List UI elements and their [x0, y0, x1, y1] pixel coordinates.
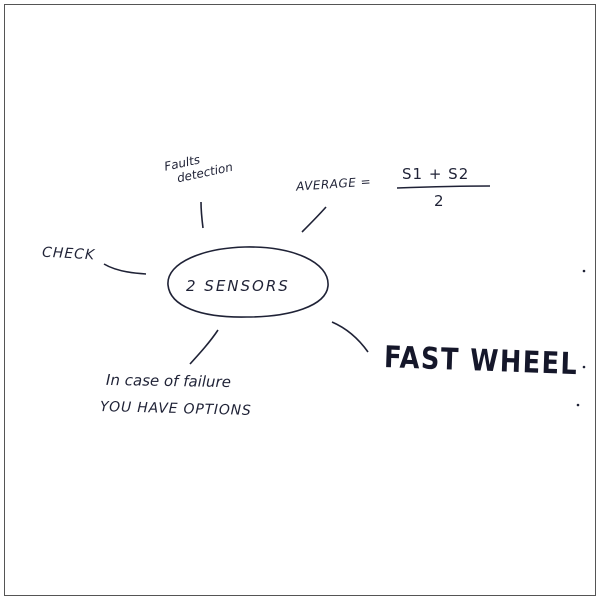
center-node-label: 2 SENSORS	[186, 277, 290, 295]
page-border	[4, 4, 596, 596]
connector-average	[301, 206, 327, 233]
connector-faults	[200, 201, 204, 229]
branch-fast-wheel-label: FAST WHEEL	[383, 340, 579, 383]
stray-dot	[582, 365, 586, 369]
average-numerator: S1 + S2	[402, 165, 470, 183]
stray-dot	[576, 403, 580, 407]
connector-check	[103, 263, 147, 275]
connector-fast-wheel	[331, 321, 369, 353]
branch-check-label: CHECK	[41, 244, 96, 264]
connector-failure	[189, 329, 219, 365]
branch-failure-line-2: YOU HAVE OPTIONS	[99, 399, 252, 419]
center-node-outline	[167, 246, 329, 318]
average-denominator: 2	[434, 192, 444, 210]
branch-failure-line-1: In case of failure	[105, 370, 232, 392]
stray-dot	[582, 269, 586, 273]
fraction-bar	[396, 185, 491, 189]
